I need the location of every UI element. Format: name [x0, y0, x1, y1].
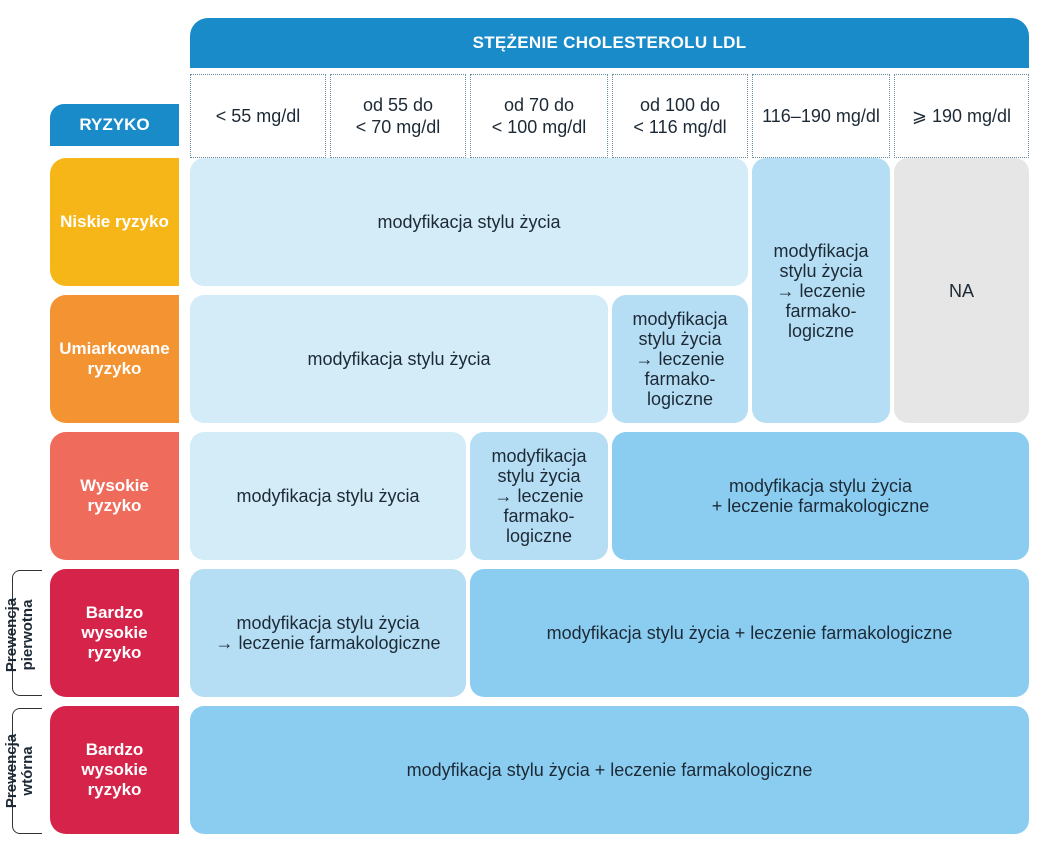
primary-prevention-label: Prewencja pierwotna [3, 597, 36, 673]
ldl-header: STĘŻENIE CHOLESTEROLU LDL [190, 18, 1029, 68]
ldl-header-title: STĘŻENIE CHOLESTEROLU LDL [472, 33, 747, 52]
cell-high-combo: modyfikacja stylu życia → leczenie farma… [470, 432, 608, 560]
col-header-5: 116–190 mg/dl [752, 74, 890, 158]
risk-row-high: Wysokie ryzyko [50, 432, 179, 560]
risk-header: RYZYKO [50, 104, 179, 146]
cell-very-high-primary-arrow: modyfikacja stylu życia → leczenie farma… [190, 569, 466, 697]
cell-low-moderate-combo: modyfikacja stylu życia → leczenie farma… [752, 158, 890, 423]
cell-very-high-primary-both: modyfikacja stylu życia + leczenie farma… [470, 569, 1029, 697]
cell-moderate-lifestyle: modyfikacja stylu życia [190, 295, 608, 423]
col-header-4: od 100 do < 116 mg/dl [612, 74, 748, 158]
col-header-1: < 55 mg/dl [190, 74, 326, 158]
cell-high-lifestyle: modyfikacja stylu życia [190, 432, 466, 560]
secondary-prevention-label: Prewencja wtórna [3, 733, 36, 809]
risk-row-very-high-primary: Bardzo wysokie ryzyko [50, 569, 179, 697]
cell-low-lifestyle: modyfikacja stylu życia [190, 158, 748, 286]
risk-row-very-high-secondary: Bardzo wysokie ryzyko [50, 706, 179, 834]
primary-prevention-wrap: Prewencja pierwotna [0, 598, 68, 672]
primary-prevention-bracket [12, 570, 42, 696]
risk-row-low: Niskie ryzyko [50, 158, 179, 286]
col-header-3: od 70 do < 100 mg/dl [470, 74, 608, 158]
secondary-prevention-bracket [12, 708, 42, 834]
cell-high-both: modyfikacja stylu życia + leczenie farma… [612, 432, 1029, 560]
col-header-2: od 55 do < 70 mg/dl [330, 74, 466, 158]
col-header-6: ⩾ 190 mg/dl [894, 74, 1029, 158]
risk-row-moderate: Umiarkowane ryzyko [50, 295, 179, 423]
cell-moderate-combo: modyfikacja stylu życia → leczenie farma… [612, 295, 748, 423]
cell-very-high-secondary-both: modyfikacja stylu życia + leczenie farma… [190, 706, 1029, 834]
cell-na: NA [894, 158, 1029, 423]
secondary-prevention-wrap: Prewencja wtórna [0, 734, 68, 808]
